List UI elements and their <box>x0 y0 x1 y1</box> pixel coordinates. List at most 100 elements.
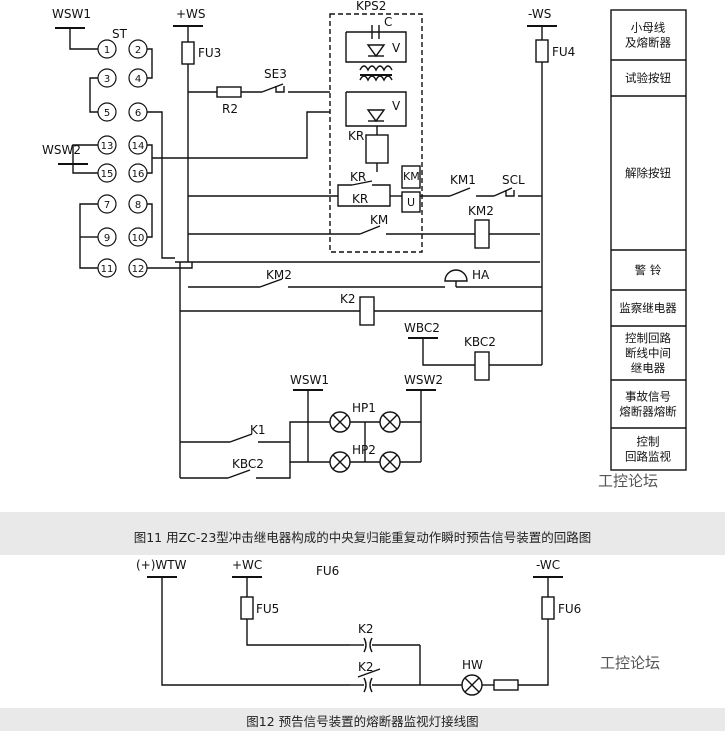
wire-fu5 <box>246 619 350 646</box>
terminal-7: 7 <box>97 194 117 214</box>
contact-k2-b-blade <box>357 668 381 678</box>
watermark-1: 工控论坛 <box>598 472 659 490</box>
coil-km2 <box>474 219 490 249</box>
legend-item-text: 熔断器熔断 <box>619 405 677 419</box>
lamp-hp1-a-x <box>332 414 348 430</box>
label-st: ST <box>112 27 128 41</box>
legend-item-text: 及熔断器 <box>625 36 671 50</box>
coil-kr <box>365 134 389 164</box>
terminal-11: 11 <box>97 258 117 278</box>
terminal-9: 9 <box>97 227 117 247</box>
label-ha: HA <box>472 268 490 282</box>
diode-v1 <box>366 44 386 58</box>
legend-item-text: 继电器 <box>631 361 666 375</box>
contact-k2-b1 <box>363 677 367 693</box>
switch-se3-button <box>275 86 285 93</box>
wire-fu6 <box>518 619 549 686</box>
label-wbc2: WBC2 <box>404 321 440 335</box>
label-wsw1-top: WSW1 <box>52 7 91 21</box>
relay-km <box>401 165 421 189</box>
transformer-top <box>359 65 393 72</box>
terminal-label: 7 <box>104 200 110 211</box>
transformer-bot <box>359 75 393 82</box>
terminal-6: 6 <box>128 102 148 122</box>
relay-u <box>401 191 421 213</box>
terminal-label: 12 <box>132 264 145 275</box>
figure2-svg: (+)WTW +WC FU6 -WC FU5 FU6 K2 K2 HW <box>136 558 581 696</box>
label-k2-coil: K2 <box>340 292 356 306</box>
terminal-label: 4 <box>135 74 141 85</box>
terminal-label: 16 <box>132 169 145 180</box>
label-kr-bot: KR <box>352 192 368 206</box>
label-fu4: FU4 <box>552 45 575 59</box>
legend-item-text: 试验按钮 <box>625 71 671 85</box>
terminal-15: 15 <box>97 163 117 183</box>
wire-12 <box>138 262 193 269</box>
legend-item-text: 事故信号 <box>625 390 671 404</box>
lamp-hp2-b-x <box>382 454 398 470</box>
caption-figure1: 图11 用ZC-23型冲击继电器构成的中央复归能重复动作瞬时预告信号装置的回路图 <box>133 530 592 545</box>
terminal-4: 4 <box>128 68 148 88</box>
contact-k2-b2 <box>369 677 373 693</box>
wire-wsw2-13 <box>72 144 100 164</box>
label-hp1: HP1 <box>352 401 376 415</box>
terminal-8: 8 <box>128 194 148 214</box>
label-kbc2-coil: KBC2 <box>464 335 496 349</box>
figure2-diagram: (+)WTW +WC FU6 -WC FU5 FU6 K2 K2 HW 工控论坛 <box>0 555 725 708</box>
resistor-hw <box>493 679 519 691</box>
terminal-2: 2 <box>128 39 148 59</box>
wire-wsw1 <box>69 28 100 50</box>
terminal-13: 13 <box>97 135 117 155</box>
terminal-label: 5 <box>104 108 110 119</box>
terminal-label: 15 <box>101 169 114 180</box>
label-u: U <box>407 196 415 209</box>
terminal-16: 16 <box>128 163 148 183</box>
wire-7-11 <box>79 203 100 269</box>
terminal-10: 10 <box>128 227 148 247</box>
label-scl: SCL <box>502 173 525 187</box>
terminal-label: 13 <box>101 141 114 152</box>
terminal-label: 1 <box>104 45 110 56</box>
terminal-label: 6 <box>135 108 141 119</box>
wire-wtw <box>161 577 350 686</box>
label-r2: R2 <box>222 102 238 116</box>
label-km2-contact: KM2 <box>266 268 292 282</box>
bell-ha <box>444 269 468 282</box>
label-hp2: HP2 <box>352 443 376 457</box>
label-neg-ws: -WS <box>528 7 551 21</box>
lamp-hp2-a-x <box>332 454 348 470</box>
label-v2: V <box>392 99 401 113</box>
label-fu3: FU3 <box>198 46 221 60</box>
label-wtw: (+)WTW <box>136 558 187 572</box>
contact-k2-a1 <box>363 637 367 653</box>
label-kbc2-contact: KBC2 <box>232 457 264 471</box>
contact-k1 <box>229 433 253 443</box>
contact-kbc2 <box>227 469 251 479</box>
legend-item-text: 警 铃 <box>635 263 662 277</box>
lamp-hp1-b-x <box>382 414 398 430</box>
separator-strip-bottom <box>0 708 725 731</box>
switch-se3 <box>261 83 284 93</box>
terminal-label: 11 <box>101 264 114 275</box>
label-se3: SE3 <box>264 67 287 81</box>
caption-figure2: 图12 预告信号装置的熔断器监视灯接线图 <box>246 714 479 729</box>
legend-item-text: 回路监视 <box>625 450 671 464</box>
label-fu6-top: FU6 <box>316 564 339 578</box>
terminal-14: 14 <box>128 135 148 155</box>
wire-hp1-a <box>289 421 330 442</box>
label-wsw2-left: WSW2 <box>42 143 81 157</box>
legend-item-text: 监察继电器 <box>619 301 677 315</box>
label-km-relay: KM <box>403 170 420 183</box>
legend-frame <box>610 9 687 471</box>
kr-top-wire <box>337 184 352 196</box>
terminal-3: 3 <box>97 68 117 88</box>
fuse-fu4 <box>535 39 549 63</box>
wire-kbc2-out <box>256 462 291 479</box>
terminal-label: 9 <box>104 233 110 244</box>
label-k2-b: K2 <box>358 660 374 674</box>
label-km-contact: KM <box>370 213 388 227</box>
wire-hp2-a <box>289 442 330 463</box>
kps2-loop-2 <box>345 91 407 127</box>
terminal-12: 12 <box>128 258 148 278</box>
